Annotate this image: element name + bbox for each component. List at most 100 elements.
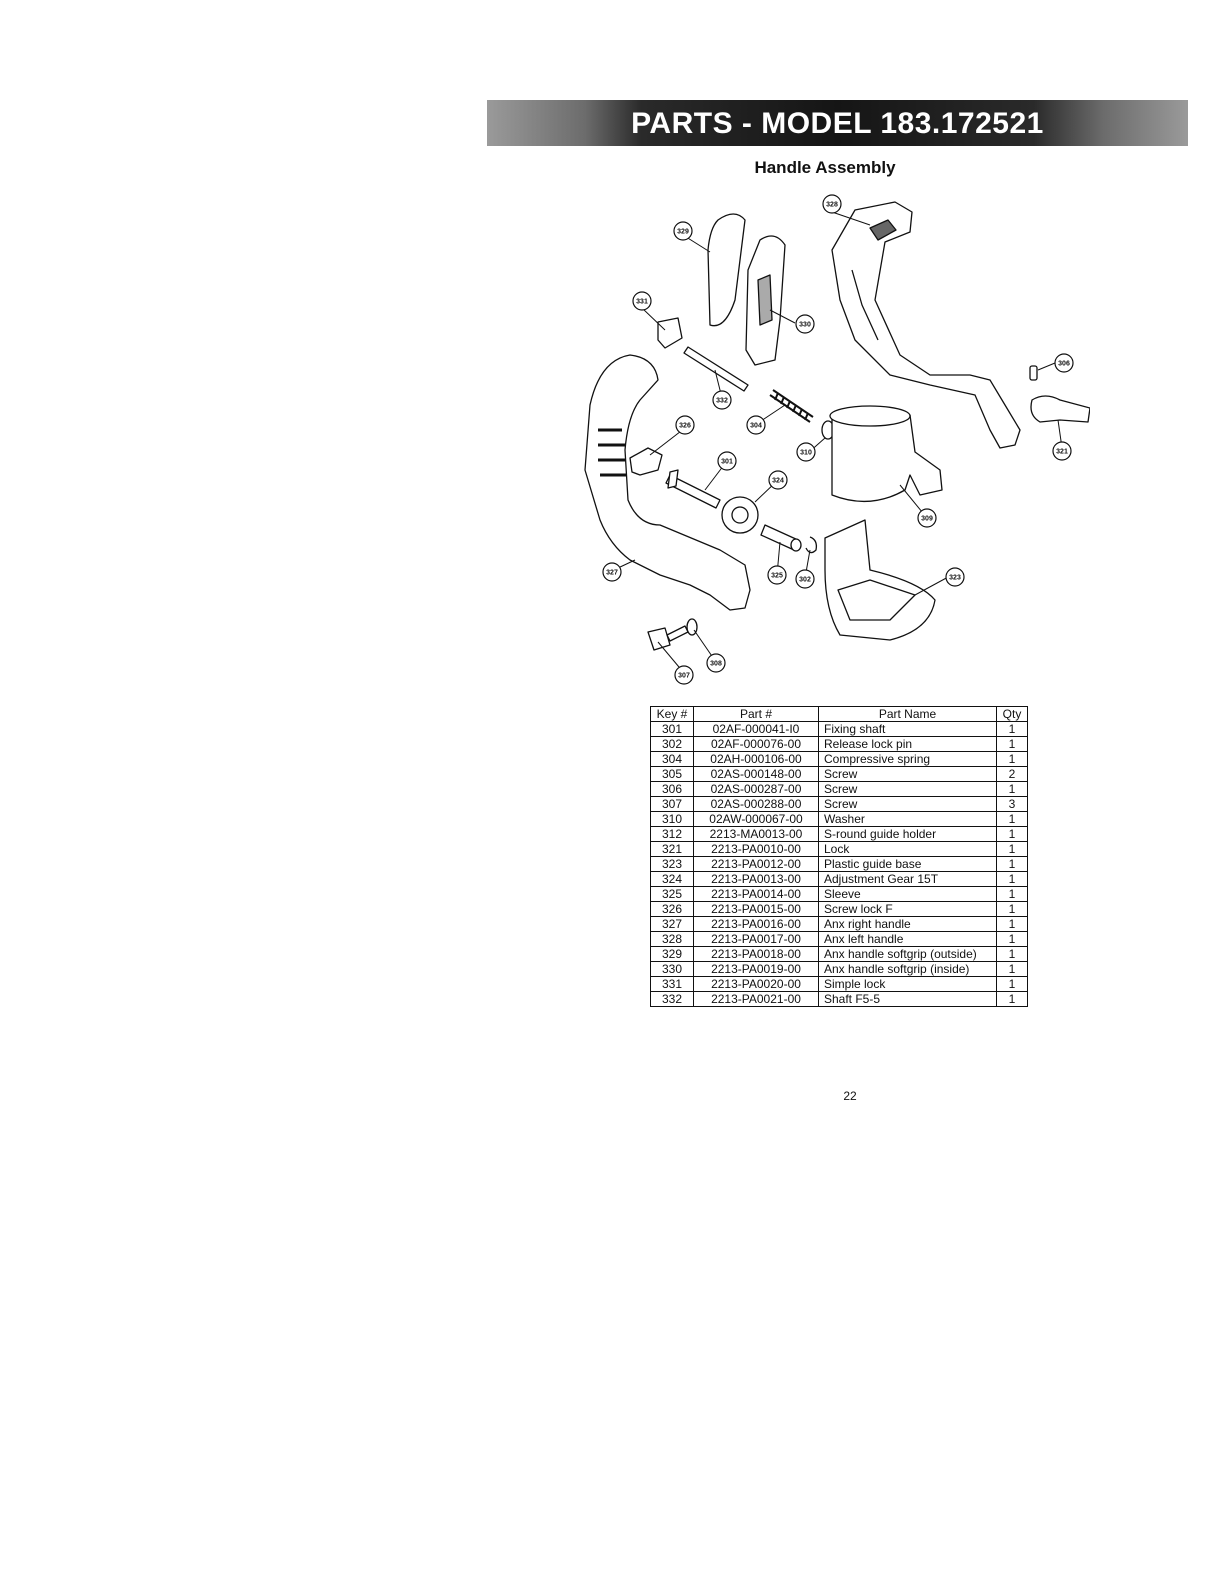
- key-cell: 310: [650, 811, 694, 827]
- callout-302-label: 302: [799, 577, 811, 584]
- part-number-cell: 02AH-000106-00: [693, 751, 819, 767]
- key-cell: 307: [650, 796, 694, 812]
- guide-base-shape: [824, 519, 936, 641]
- part-number-cell: 2213-PA0017-00: [693, 931, 819, 947]
- part-number-cell: 02AS-000287-00: [693, 781, 819, 797]
- callout-301-label: 301: [721, 459, 733, 466]
- softgrip-outside-shape: [707, 213, 746, 327]
- lock-shape: [1030, 395, 1090, 423]
- fixing-shaft-shape: [665, 474, 721, 509]
- part-number-cell: 02AF-000076-00: [693, 736, 819, 752]
- part-number-cell: 2213-MA0013-00: [693, 826, 819, 842]
- callout-328-label: 328: [826, 202, 838, 209]
- callout-325: 325: [767, 565, 787, 585]
- qty-cell: 1: [996, 811, 1028, 827]
- part-name-cell: Shaft F5-5: [818, 991, 997, 1007]
- qty-cell: 1: [996, 976, 1028, 992]
- key-cell: 326: [650, 901, 694, 917]
- part-number-cell: 02AS-000288-00: [693, 796, 819, 812]
- callout-302: 302: [795, 569, 815, 589]
- part-name-cell: Anx left handle: [818, 931, 997, 947]
- part-name-cell: Screw: [818, 781, 997, 797]
- part-name-cell: Screw lock F: [818, 901, 997, 917]
- part-name-cell: Lock: [818, 841, 997, 857]
- callout-328: 328: [822, 194, 842, 214]
- qty-cell: 1: [996, 841, 1028, 857]
- col-part-number: Part #: [693, 706, 819, 722]
- part-number-cell: 2213-PA0020-00: [693, 976, 819, 992]
- qty-cell: 1: [996, 826, 1028, 842]
- part-number-cell: 2213-PA0014-00: [693, 886, 819, 902]
- right-handle-shape: [584, 354, 751, 611]
- callout-301: 301: [717, 451, 737, 471]
- part-number-cell: 2213-PA0012-00: [693, 856, 819, 872]
- qty-cell: 1: [996, 751, 1028, 767]
- parts-header-title: PARTS - MODEL 183.172521: [631, 107, 1044, 140]
- part-name-cell: Anx handle softgrip (outside): [818, 946, 997, 962]
- part-name-cell: Anx right handle: [818, 916, 997, 932]
- screw-307-shape: [647, 627, 671, 651]
- callout-308-label: 308: [710, 661, 722, 668]
- key-cell: 332: [650, 991, 694, 1007]
- part-name-cell: Washer: [818, 811, 997, 827]
- callout-307-label: 307: [678, 673, 690, 680]
- qty-cell: 1: [996, 721, 1028, 737]
- parts-drawing: [584, 201, 1090, 651]
- callout-323: 323: [945, 567, 965, 587]
- key-cell: 331: [650, 976, 694, 992]
- key-cell: 327: [650, 916, 694, 932]
- callout-329: 329: [673, 221, 693, 241]
- part-number-cell: 02AS-000148-00: [693, 766, 819, 782]
- shaft-shape: [683, 346, 749, 392]
- qty-cell: 1: [996, 961, 1028, 977]
- handle-assembly-diagram: 328 329 331 330 332 304 310 306 321 326 …: [584, 194, 1090, 685]
- qty-cell: 1: [996, 916, 1028, 932]
- part-number-cell: 2213-PA0010-00: [693, 841, 819, 857]
- screw-306-shape: [1029, 365, 1038, 381]
- part-number-cell: 02AW-000067-00: [693, 811, 819, 827]
- key-cell: 329: [650, 946, 694, 962]
- qty-cell: 3: [996, 796, 1028, 812]
- part-name-cell: Plastic guide base: [818, 856, 997, 872]
- callout-304-label: 304: [750, 423, 762, 430]
- qty-cell: 1: [996, 901, 1028, 917]
- key-cell: 328: [650, 931, 694, 947]
- callout-309-label: 309: [921, 516, 933, 523]
- page-number: 22: [843, 1089, 857, 1103]
- part-name-cell: Adjustment Gear 15T: [818, 871, 997, 887]
- col-part-name: Part Name: [818, 706, 997, 722]
- qty-cell: 1: [996, 946, 1028, 962]
- section-title: Handle Assembly: [754, 158, 896, 177]
- part-name-cell: Screw: [818, 796, 997, 812]
- callout-327: 327: [602, 562, 622, 582]
- callout-326: 326: [675, 415, 695, 435]
- callout-307: 307: [674, 665, 694, 685]
- part-number-cell: 2213-PA0018-00: [693, 946, 819, 962]
- callout-321: 321: [1052, 441, 1072, 461]
- qty-cell: 1: [996, 856, 1028, 872]
- qty-cell: 1: [996, 871, 1028, 887]
- simple-lock-shape: [657, 317, 683, 349]
- callout-310-label: 310: [800, 450, 812, 457]
- key-cell: 301: [650, 721, 694, 737]
- part-number-cell: 2213-PA0016-00: [693, 916, 819, 932]
- part-name-cell: S-round guide holder: [818, 826, 997, 842]
- left-handle-shape: [831, 201, 1021, 449]
- callout-323-label: 323: [949, 575, 961, 582]
- qty-cell: 1: [996, 781, 1028, 797]
- part-name-cell: Sleeve: [818, 886, 997, 902]
- parts-header-banner: PARTS - MODEL 183.172521: [487, 100, 1188, 146]
- part-number-cell: 2213-PA0019-00: [693, 961, 819, 977]
